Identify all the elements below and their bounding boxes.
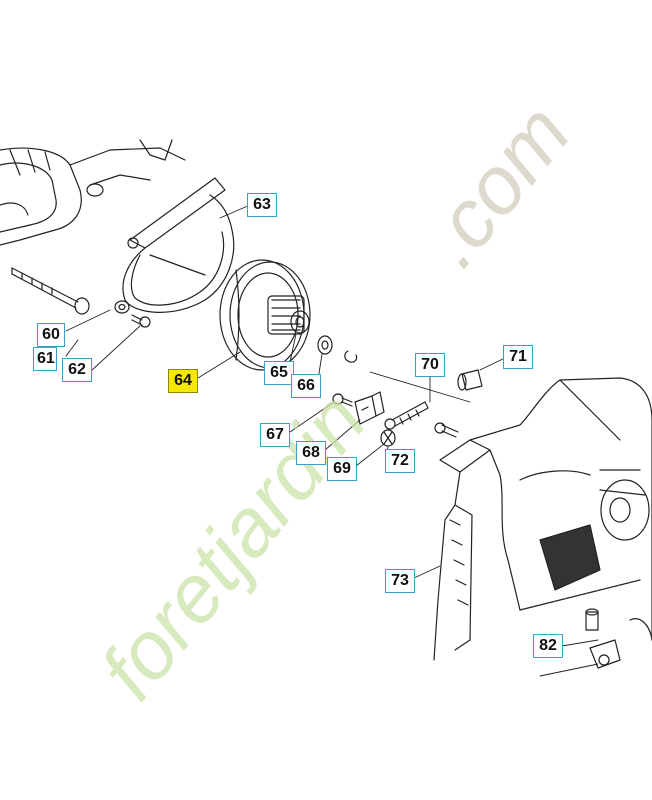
chain-cover-part-73	[433, 377, 652, 661]
bolt-part-60	[11, 267, 90, 315]
part-label-72: 72	[385, 449, 415, 473]
part-label-71: 71	[503, 345, 533, 369]
part-label-62: 62	[62, 358, 92, 382]
screw-part-62	[131, 314, 151, 328]
nut-part-69	[380, 429, 396, 447]
clutch-cover-part-63	[122, 177, 235, 313]
part-label-65: 65	[264, 361, 294, 385]
circlip-part-66	[344, 350, 358, 363]
part-label-70: 70	[415, 353, 445, 377]
part-label-69: 69	[327, 457, 357, 481]
watermark: foretjardin .com	[83, 88, 588, 716]
part-label-63: 63	[247, 193, 277, 217]
tensioner-part-68	[354, 391, 385, 425]
part-label-61: 61	[33, 347, 57, 371]
clutch-drum-part-64	[219, 259, 311, 371]
part-label-66: 66	[291, 374, 321, 398]
washer-part-65	[317, 335, 333, 355]
screw-part-67	[332, 393, 353, 407]
engine-housing-left	[0, 139, 186, 246]
part-label-67: 67	[260, 423, 290, 447]
part-label-73: 73	[385, 569, 415, 593]
part-label-60: 60	[37, 323, 65, 347]
fitting-part-82	[585, 608, 652, 669]
washer-part-61	[114, 300, 130, 314]
part-label-64: 64	[168, 369, 198, 393]
leader-lines	[65, 204, 599, 677]
part-label-82: 82	[533, 634, 563, 658]
pin-part-71	[457, 369, 483, 391]
watermark-text-main: foretjardin	[83, 376, 383, 717]
watermark-text-domain: .com	[405, 88, 588, 283]
screw-part-72	[434, 422, 459, 438]
adjuster-screw-part-70	[384, 401, 429, 430]
part-label-68: 68	[296, 441, 326, 465]
